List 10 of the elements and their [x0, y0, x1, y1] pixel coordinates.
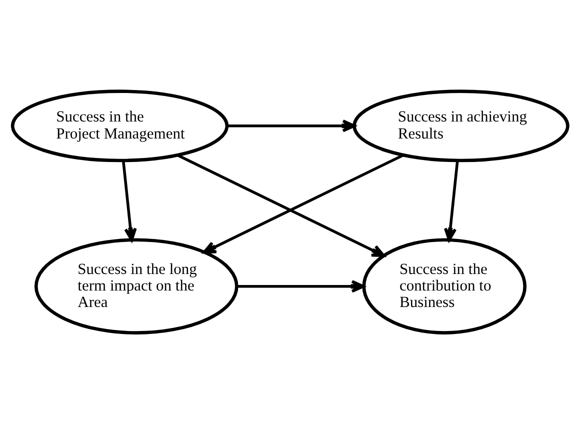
node-ellipse: Success in achieving Results [352, 89, 570, 162]
arrow [236, 279, 365, 292]
arrow [122, 160, 137, 241]
node-ellipse: Success in the Project Management [10, 89, 229, 162]
node-ellipse: Success in the long term impact on the Area [34, 238, 238, 334]
arrow [176, 153, 386, 257]
node-ellipse: Success in the contribution to Business [362, 238, 527, 334]
arrow [202, 153, 404, 254]
arrow [444, 160, 459, 241]
arrow [227, 119, 356, 132]
